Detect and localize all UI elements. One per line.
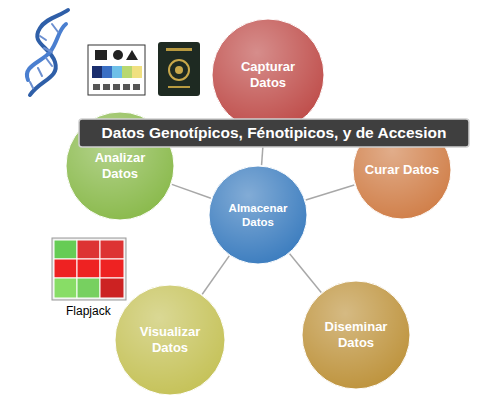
hub-circle: Almacenar Datos <box>208 165 308 265</box>
node-label: Almacenar Datos <box>216 201 300 230</box>
process-circle: Visualizar Datos <box>114 284 226 396</box>
node-label: Analizar Datos <box>80 150 160 183</box>
node-label: Capturar Datos <box>228 59 308 92</box>
node-label: Curar Datos <box>365 162 439 178</box>
dna-icon <box>27 10 68 95</box>
process-circle: Capturar Datos <box>211 18 325 132</box>
flapjack-icon <box>52 238 126 300</box>
title-band: Datos Genotípicos, Fénotipicos, y de Acc… <box>78 118 470 148</box>
icon-caption: Flapjack <box>66 304 111 318</box>
process-circle: Diseminar Datos <box>301 280 411 390</box>
node-label: Visualizar Datos <box>130 324 210 357</box>
connector-line <box>172 184 211 198</box>
connector-line <box>306 185 355 200</box>
connector-line <box>290 254 322 293</box>
node-label: Diseminar Datos <box>316 319 396 352</box>
circle-shape <box>208 165 308 265</box>
chart-icon <box>88 45 145 95</box>
passport-icon <box>158 42 200 96</box>
connector-line <box>202 256 229 294</box>
band-title: Datos Genotípicos, Fénotipicos, y de Acc… <box>102 125 447 141</box>
